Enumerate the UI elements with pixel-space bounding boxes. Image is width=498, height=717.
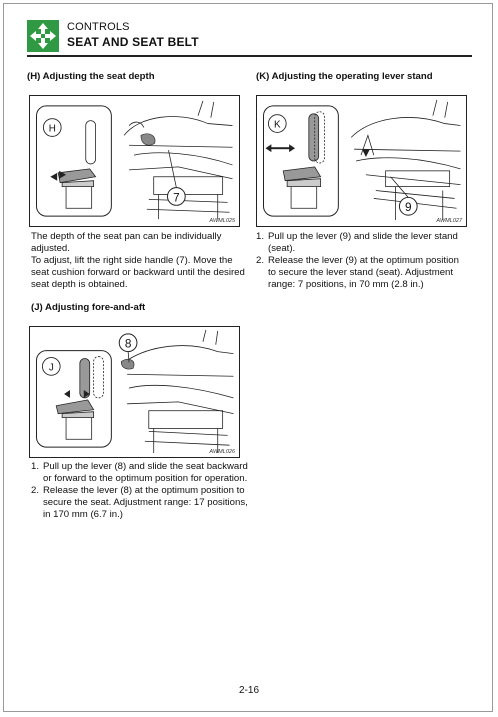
figure-code: AWML026 bbox=[209, 449, 235, 455]
seat-depth-heading: (H) Adjusting the seat depth bbox=[27, 71, 155, 82]
seat-depth-paragraph: To adjust, lift the right side handle (7… bbox=[31, 254, 245, 290]
chapter-title: CONTROLS bbox=[67, 21, 130, 33]
fore-aft-figure: 8 J AWML026 bbox=[29, 326, 240, 458]
seat-depth-figure: 7 H AWML025 bbox=[29, 95, 240, 227]
list-item: 1.Pull up the lever (9) and slide the le… bbox=[256, 231, 458, 254]
section-title: SEAT AND SEAT BELT bbox=[67, 35, 199, 49]
fore-aft-illustration: 8 J bbox=[36, 329, 234, 454]
page-number: 2-16 bbox=[238, 685, 259, 696]
lever-stand-heading: (K) Adjusting the operating lever stand bbox=[256, 71, 433, 82]
figure-letter: K bbox=[274, 120, 281, 131]
list-item: 1.Pull up the lever (8) and slide the se… bbox=[31, 461, 248, 484]
lever-stand-illustration: 9 K bbox=[263, 99, 461, 221]
callout-label: 9 bbox=[405, 200, 412, 214]
page-border bbox=[3, 3, 493, 712]
fore-aft-heading: (J) Adjusting fore-and-aft bbox=[31, 302, 146, 313]
seat-depth-illustration: 7 H bbox=[36, 100, 233, 220]
callout-label: 7 bbox=[173, 190, 180, 204]
controls-arrows-icon bbox=[27, 20, 59, 52]
callout-label: 8 bbox=[125, 337, 132, 351]
figure-letter: J bbox=[49, 362, 54, 373]
seat-depth-paragraph: The depth of the seat pan can be individ… bbox=[31, 231, 222, 254]
list-item: 2.Release the lever (8) at the optimum p… bbox=[31, 484, 248, 520]
lever-stand-steps: 1.Pull up the lever (9) and slide the le… bbox=[256, 231, 468, 291]
figure-code: AWML025 bbox=[209, 218, 235, 224]
fore-aft-steps: 1.Pull up the lever (8) and slide the se… bbox=[31, 461, 249, 521]
seat-depth-text: The depth of the seat pan can be individ… bbox=[31, 231, 249, 291]
list-item: 2.Release the lever (9) at the optimum p… bbox=[256, 254, 459, 290]
figure-letter: H bbox=[49, 123, 56, 134]
lever-stand-figure: 9 K AWML027 bbox=[256, 95, 467, 227]
header-divider bbox=[27, 55, 472, 57]
figure-code: AWML027 bbox=[436, 218, 462, 224]
